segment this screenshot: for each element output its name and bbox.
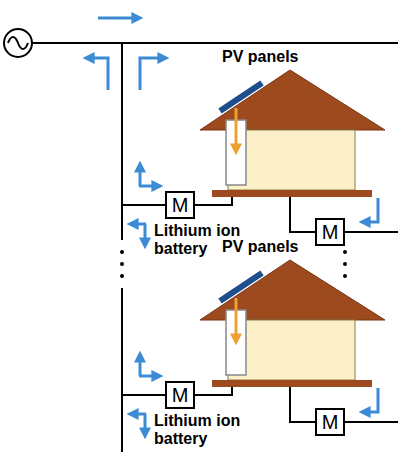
- meter-label: M: [322, 222, 339, 242]
- meter-box: M: [315, 408, 345, 436]
- meter-label: M: [172, 385, 189, 405]
- meter-label: M: [172, 195, 189, 215]
- meter-label: M: [322, 412, 339, 432]
- meter-box: M: [165, 381, 195, 409]
- part-label: Lithium ion battery: [154, 412, 264, 448]
- part-label: PV panels: [222, 238, 298, 256]
- part-label: PV panels: [222, 48, 298, 66]
- meter-box: M: [165, 191, 195, 219]
- meter-box: M: [315, 218, 345, 246]
